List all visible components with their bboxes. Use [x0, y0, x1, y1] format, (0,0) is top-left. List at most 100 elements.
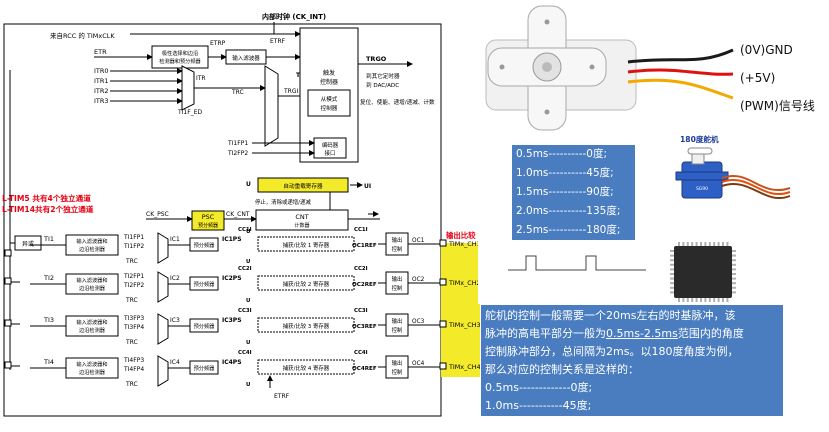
filter-text-2: 边沿检测器 [79, 284, 106, 292]
u-label: U [246, 340, 250, 346]
outctl-text: 输出 [392, 236, 403, 244]
prescaler-text: 预分频器 [194, 280, 216, 288]
ic-label: IC3 [170, 317, 180, 324]
register-text: 捕获/比较 4 寄存器 [283, 364, 330, 372]
trc-label: TRC [125, 258, 138, 265]
reset-enable-label: 复位、使能、递增/递减、计数 [360, 98, 435, 106]
etrf-label: ETRF [270, 38, 286, 45]
psc-label: PSC [202, 213, 215, 221]
trigger-ctrl-line2: 控制器 [320, 78, 338, 86]
outctl-text: 输出 [392, 359, 403, 367]
cc-label: CC1I [238, 227, 252, 233]
outctl-text-2: 控制 [392, 284, 403, 292]
ocref-label: OC3REF [352, 324, 377, 330]
ocref-label: OC2REF [352, 282, 377, 288]
trgo-dest-line2: 到 DAC/ADC [366, 82, 399, 89]
mapping-item: 2.5ms----------180度; [516, 221, 635, 240]
itr-label: ITR [196, 75, 206, 82]
icps-label: IC4PS [222, 359, 242, 366]
etr-label: ETR [94, 48, 107, 56]
etr-input-filter-text: 输入滤波器 [232, 54, 260, 62]
oc-label: OC3 [412, 319, 425, 325]
ti1f-ed-label: TI1F_ED [177, 109, 202, 116]
pin-square [440, 240, 446, 246]
xor-label: 异或 [22, 240, 34, 248]
filter-text: 输入滤波器和 [76, 360, 107, 368]
register-text: 捕获/比较 2 寄存器 [283, 280, 330, 288]
pwm-label: (PWM)信号线 [740, 99, 815, 113]
mapping-item: 1.5ms----------90度; [516, 183, 635, 202]
timer-block-diagram: 内部时钟 (CK_INT) 来自RCC 的 TIMxCLK ETR 极性选择和边… [0, 0, 480, 432]
slave-ctrl-line2: 控制器 [321, 104, 338, 112]
slave-ctrl-line1: 从模式 [321, 95, 338, 103]
fp-a-label: TI4FP3 [123, 357, 144, 364]
trgi-label: TRGI [283, 88, 298, 95]
desc-line4: 那么对应的控制关系是这样的： [485, 361, 779, 379]
pin-label: TIMx_CH1 [448, 240, 480, 248]
cc-label-right: CC1I [354, 227, 368, 233]
ck-cnt-label: CK_CNT [226, 211, 250, 218]
ic-label: IC1 [170, 236, 180, 243]
desc-line3: 控制脉冲部分，总间隔为2ms。以180度角度为例， [485, 343, 779, 361]
red-note-tim5: L-TIM5 共有4个独立通道 [2, 193, 91, 203]
fp-b-label: TI1FP2 [123, 243, 144, 250]
trc-label-top: TRC [231, 89, 244, 96]
trgi-mux [265, 66, 278, 146]
servo-photo: (0V)GND (+5V) (PWM)信号线 [478, 0, 829, 138]
register-text: 捕获/比较 1 寄存器 [283, 241, 330, 249]
ui-label: UI [364, 183, 371, 190]
angle-mapping-panel: 0.5ms----------0度;1.0ms----------45度;1.5… [512, 145, 635, 241]
cc-label-right: CC2I [354, 266, 368, 272]
output-pins-highlight [441, 243, 480, 377]
v5-label: (+5V) [740, 71, 775, 85]
ocref-label: OC4REF [352, 366, 377, 372]
prescaler-text: 预分频器 [194, 322, 216, 330]
ic-label: IC2 [170, 275, 180, 282]
mcu-chip [670, 242, 736, 302]
fp-b-label: TI2FP2 [123, 282, 144, 289]
itr1-label: ITR1 [94, 77, 109, 85]
oc-label: OC1 [412, 238, 425, 244]
desc-line2-highlight: 0.5ms-2.5ms [606, 327, 678, 340]
filter-text-2: 边沿检测器 [79, 326, 106, 334]
cc-label: CC3I [238, 308, 252, 314]
polarity-block-line2: 检测器和预分频器 [159, 57, 201, 65]
desc-line6: 1.0ms-----------45度; [485, 397, 779, 415]
cnt-label: CNT [295, 213, 308, 221]
trc-label: TRC [125, 339, 138, 346]
pin-square [440, 321, 446, 327]
pin-square [440, 279, 446, 285]
itr0-label: ITR0 [94, 67, 109, 75]
ic-label: IC4 [170, 359, 180, 366]
encoder-line2: 接口 [325, 149, 336, 157]
cnt-sub: 计数器 [294, 222, 309, 229]
prescaler-text: 预分频器 [194, 241, 216, 249]
slave-mode-controller [308, 90, 350, 116]
etrf-bottom-label: ETRF [274, 393, 290, 400]
mapping-item: 2.0ms----------135度; [516, 202, 635, 221]
icps-label: IC3PS [222, 317, 242, 324]
auto-reload-text: 自动重载寄存器 [283, 182, 323, 190]
mapping-item: 1.0ms----------45度; [516, 164, 635, 183]
svg-text:SG90: SG90 [696, 186, 708, 192]
cc-label-right: CC3I [354, 308, 368, 314]
ocref-label: OC1REF [352, 243, 377, 249]
fp-b-label: TI4FP4 [123, 366, 144, 373]
fp-a-label: TI2FP1 [123, 273, 144, 280]
u-label: U [246, 382, 250, 388]
outctl-text-2: 控制 [392, 245, 403, 253]
psc-sub: 预分频器 [198, 222, 218, 229]
filter-text: 输入滤波器和 [76, 276, 107, 284]
pin-label: TIMx_CH2 [448, 279, 480, 287]
icps-label: IC1PS [222, 236, 242, 243]
encoder-line1: 编码器 [322, 141, 339, 149]
fp-a-label: TI3FP3 [123, 315, 144, 322]
filter-text-2: 边沿检测器 [79, 245, 106, 253]
cc-label: CC2I [238, 266, 252, 272]
pin-label: TIMx_CH4 [448, 363, 480, 371]
trigger-ctrl-line1: 触发 [323, 69, 335, 77]
desc-line1: 舵机的控制一般需要一个20ms左右的时基脉冲，该 [485, 307, 779, 325]
servo-180-label: 180度舵机 [680, 134, 719, 144]
ti1fp1-label: TI1FP1 [227, 140, 248, 147]
output-compare-label: 输出比较 [446, 231, 476, 240]
